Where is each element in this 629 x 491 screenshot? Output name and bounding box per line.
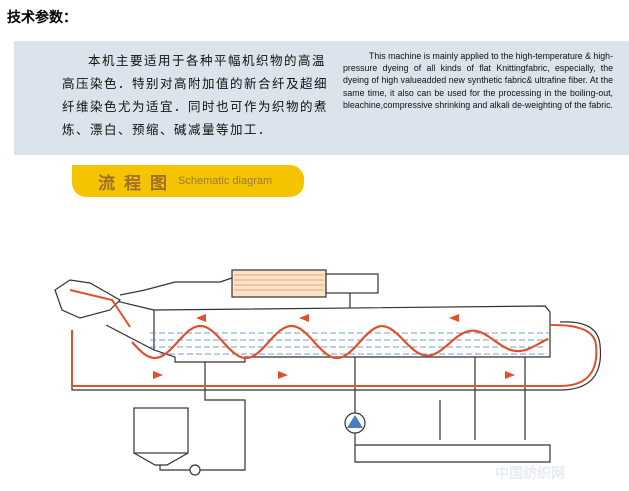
- description-zh: 本机主要适用于各种平幅机织物的高温 高压染色．特别对高附加值的新合纤及超细 纤维…: [62, 49, 328, 141]
- banner-title-zh: 流程图: [98, 173, 176, 194]
- storage-tank: [133, 407, 189, 454]
- schematic-banner: 流程图 Schematic diagram: [72, 165, 304, 197]
- arrow-left-icon: [449, 314, 459, 322]
- small-pump-icon: [189, 464, 201, 476]
- arrow-right-icon: [153, 371, 163, 379]
- section-title: 技术参数：: [7, 10, 77, 26]
- arrow-left-icon: [196, 314, 206, 322]
- zh-line: 本机主要适用于各种平幅机织物的高温: [88, 53, 327, 68]
- description-en: This machine is mainly applied to the hi…: [343, 50, 613, 111]
- fabric-path: [131, 324, 549, 360]
- arrow-right-icon: [505, 371, 515, 379]
- description-panel: [14, 41, 629, 155]
- arrow-right-icon: [278, 371, 288, 379]
- zh-line: 高压染色．特别对高附加值的新合纤及超细: [62, 76, 329, 91]
- zh-line: 炼、漂白、预缩、碱减量等加工．: [62, 122, 273, 137]
- fabric-return: [69, 289, 598, 387]
- banner-title-en: Schematic diagram: [178, 175, 273, 187]
- arrow-left-icon: [299, 314, 309, 322]
- heat-exchanger: [231, 269, 327, 298]
- zh-line: 纤维染色尤为适宜．同时也可作为织物的煮: [62, 99, 329, 114]
- watermark: 中国纺织网: [495, 465, 565, 482]
- en-text: This machine is mainly applied to the hi…: [343, 51, 613, 110]
